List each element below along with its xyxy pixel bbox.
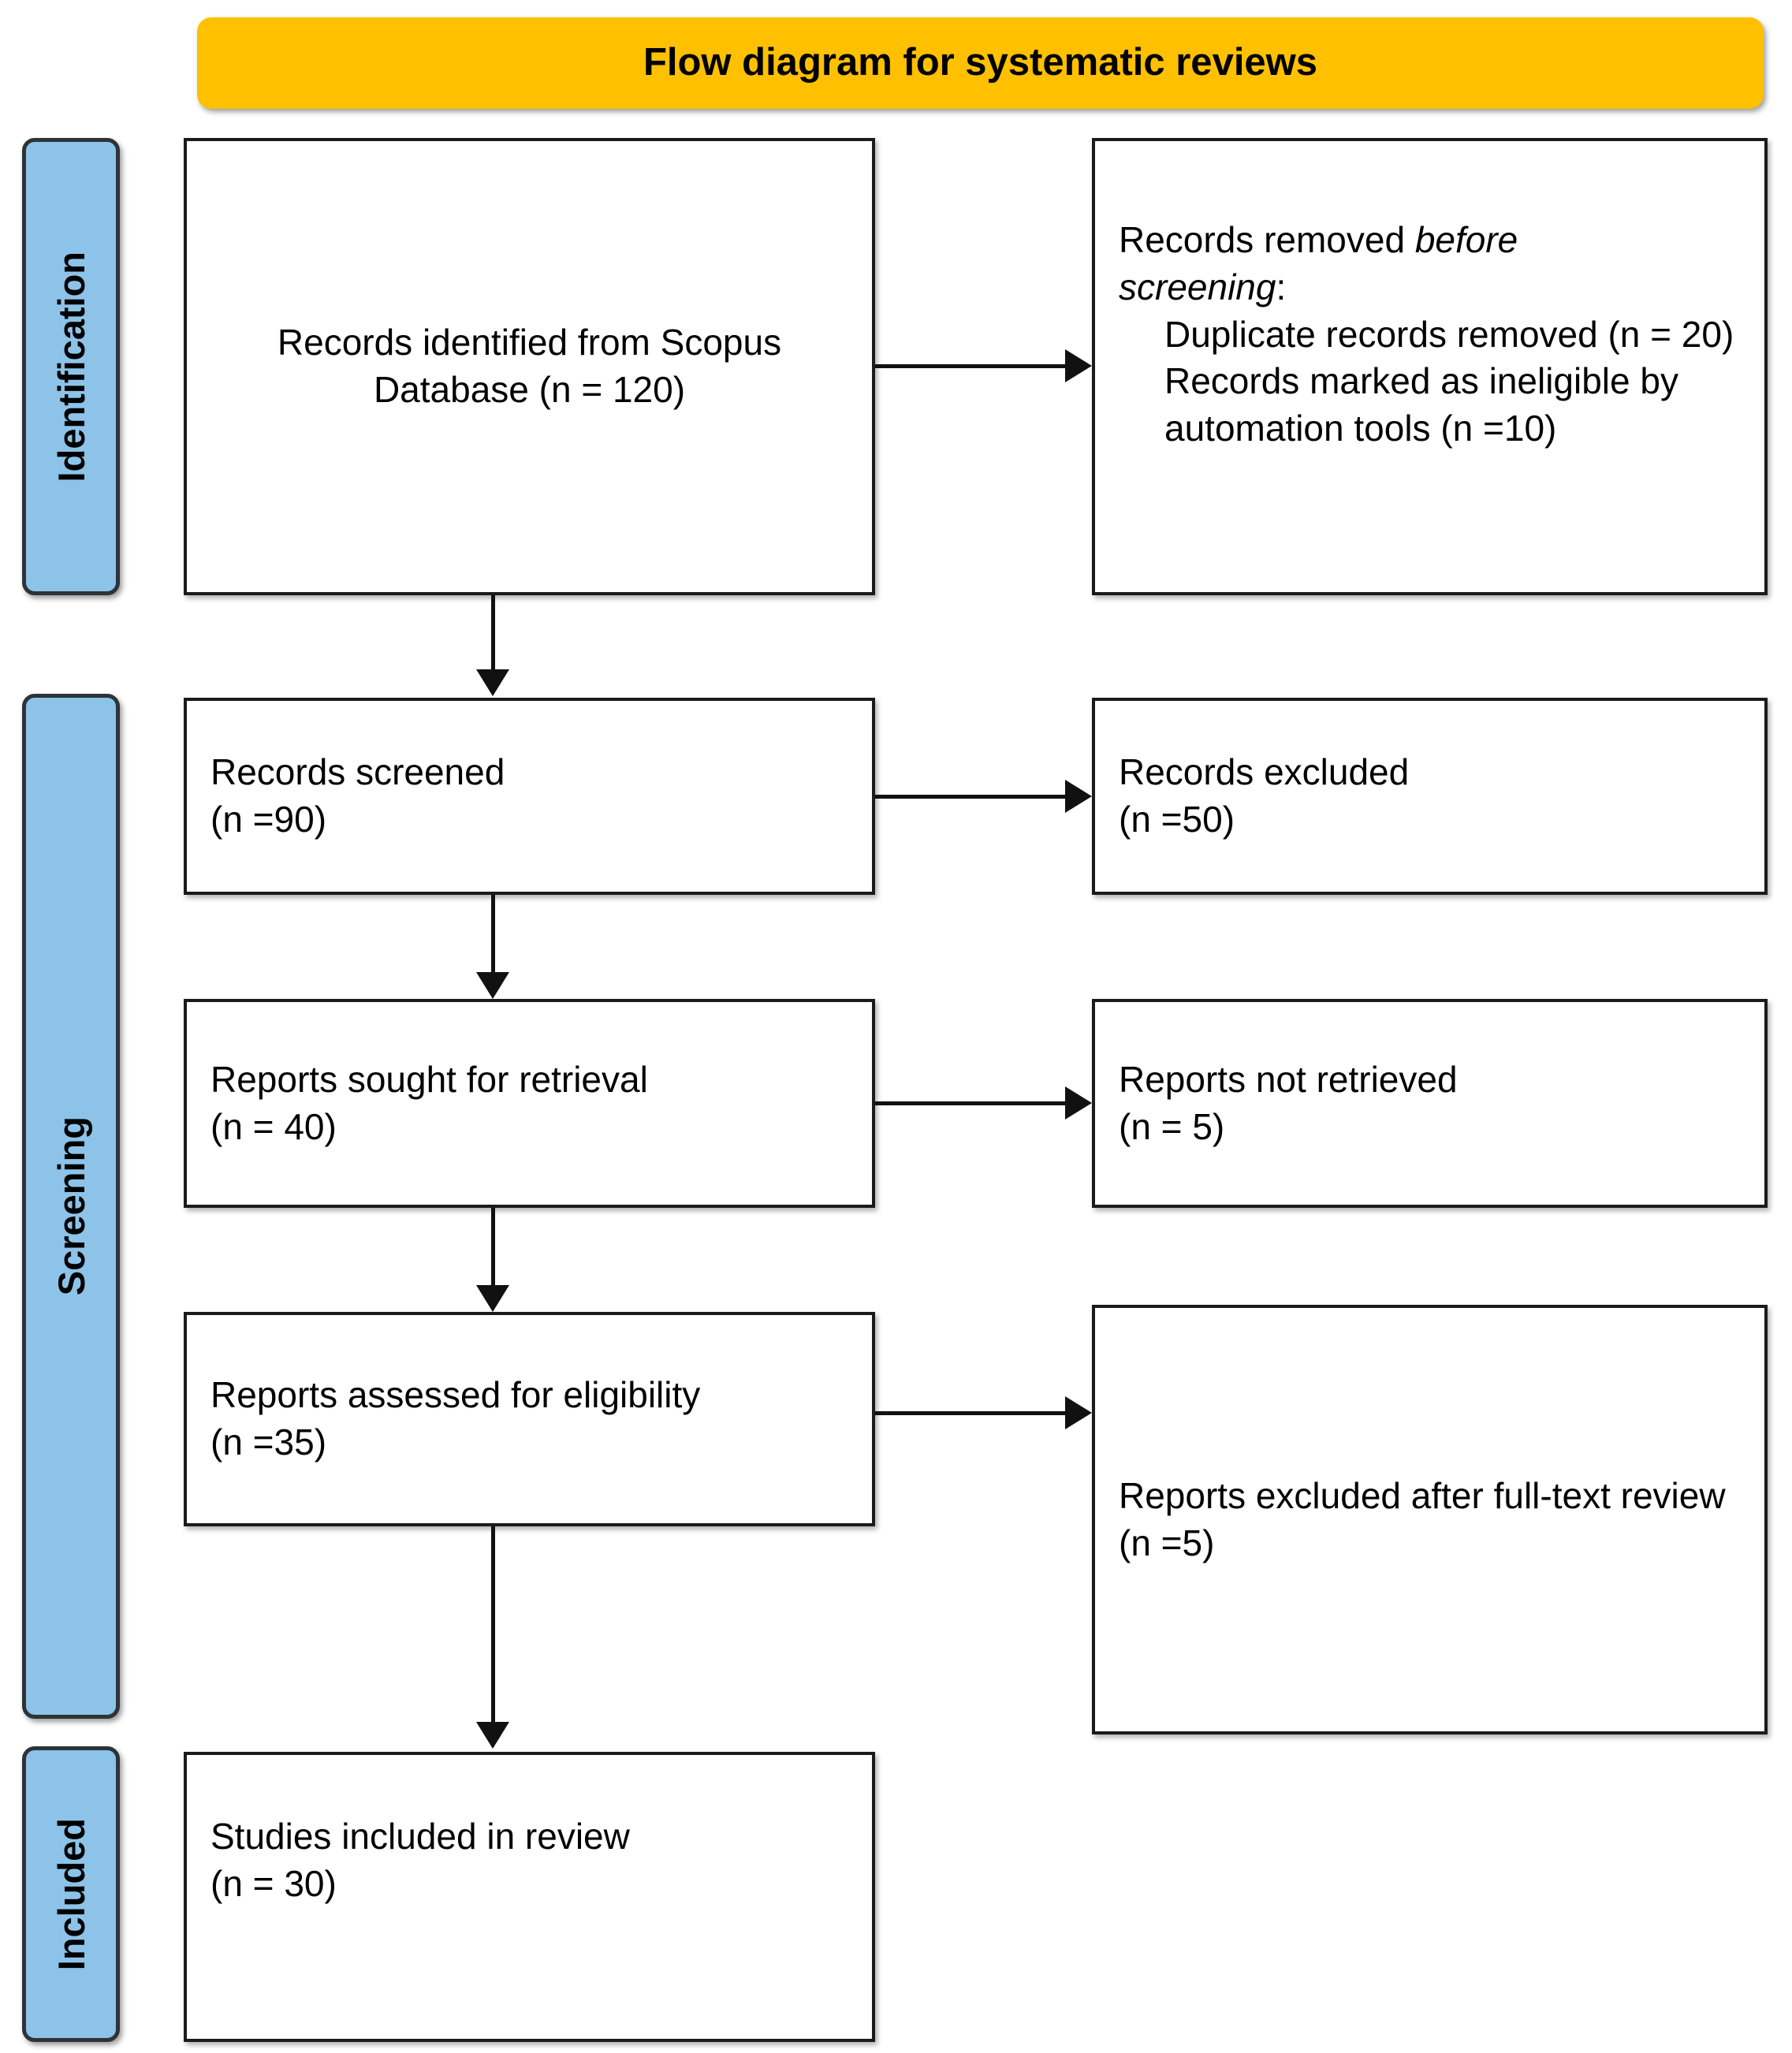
records-removed-screening-italic: screening — [1119, 266, 1276, 307]
box-records-screened: Records screened (n =90) — [184, 698, 875, 895]
records-removed-before-italic: before — [1414, 219, 1518, 260]
box-reports-assessed-text: Reports assessed for eligibility (n =35) — [210, 1374, 701, 1462]
connector-sought-to-not-retrieved-line — [875, 1101, 1065, 1105]
box-reports-not-retrieved: Reports not retrieved (n = 5) — [1092, 999, 1768, 1208]
diagram-title-text: Flow diagram for systematic reviews — [643, 41, 1318, 84]
stage-label-screening: Screening — [50, 1116, 92, 1296]
records-removed-sub-ineligible: Records marked as ineligible by automati… — [1164, 360, 1678, 449]
box-records-removed: Records removed before screening: Duplicat… — [1092, 138, 1768, 595]
box-records-excluded-text: Records excluded (n =50) — [1119, 751, 1410, 840]
connector-sought-to-assessed-line — [491, 1208, 495, 1287]
stage-label-identification: Identification — [50, 251, 92, 483]
stage-bar-included: Included — [22, 1746, 120, 2042]
box-records-removed-text: Records removed before screening: Duplicat… — [1119, 217, 1741, 453]
connector-identified-to-removed-arrowhead — [1065, 349, 1092, 382]
records-removed-colon: : — [1276, 266, 1287, 307]
box-reports-excluded-fulltext: Reports excluded after full-text review … — [1092, 1305, 1768, 1734]
connector-screened-to-excluded-arrowhead — [1065, 780, 1092, 813]
box-reports-excluded-fulltext-text: Reports excluded after full-text review … — [1119, 1474, 1726, 1563]
connector-screened-to-sought-line — [491, 895, 495, 974]
box-records-screened-text: Records screened (n =90) — [210, 751, 505, 840]
connector-assessed-to-excluded-fulltext-line — [875, 1411, 1065, 1415]
box-records-identified: Records identified from Scopus Database … — [184, 138, 875, 595]
connector-assessed-to-included-line — [491, 1526, 495, 1723]
box-reports-sought-text: Reports sought for retrieval (n = 40) — [210, 1058, 648, 1147]
records-removed-sub-duplicates: Duplicate records removed (n = 20) — [1164, 313, 1734, 355]
box-records-identified-text: Records identified from Scopus Database … — [277, 322, 782, 410]
connector-sought-to-assessed-arrowhead — [476, 1285, 509, 1312]
box-records-excluded: Records excluded (n =50) — [1092, 698, 1768, 895]
connector-screened-to-sought-arrowhead — [476, 972, 509, 999]
connector-identified-to-screened-arrowhead — [476, 669, 509, 696]
stage-bar-identification: Identification — [22, 138, 120, 595]
box-studies-included: Studies included in review (n = 30) — [184, 1752, 875, 2042]
connector-identified-to-screened-line — [491, 595, 495, 671]
connector-screened-to-excluded-line — [875, 795, 1065, 799]
records-removed-line1: Records removed — [1119, 219, 1415, 260]
connector-assessed-to-excluded-fulltext-arrowhead — [1065, 1396, 1092, 1429]
stage-bar-screening: Screening — [22, 694, 120, 1719]
connector-identified-to-removed-line — [875, 364, 1065, 368]
box-reports-assessed: Reports assessed for eligibility (n =35) — [184, 1312, 875, 1526]
diagram-title-banner: Flow diagram for systematic reviews — [197, 17, 1764, 109]
connector-assessed-to-included-arrowhead — [476, 1722, 509, 1749]
stage-label-included: Included — [50, 1817, 92, 1971]
connector-sought-to-not-retrieved-arrowhead — [1065, 1086, 1092, 1120]
box-reports-sought: Reports sought for retrieval (n = 40) — [184, 999, 875, 1208]
box-reports-not-retrieved-text: Reports not retrieved (n = 5) — [1119, 1058, 1458, 1147]
box-studies-included-text: Studies included in review (n = 30) — [210, 1816, 630, 1904]
